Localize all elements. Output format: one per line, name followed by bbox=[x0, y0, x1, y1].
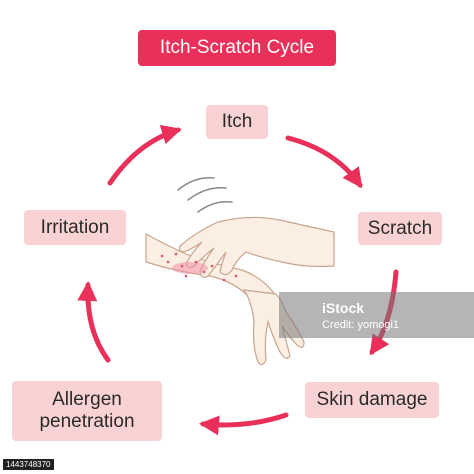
step-skin-damage: Skin damage bbox=[305, 382, 439, 418]
watermark-banner bbox=[279, 292, 474, 338]
step-itch: Itch bbox=[206, 105, 268, 139]
step-irritation: Irritation bbox=[24, 210, 126, 245]
image-id-badge: 1443748370 bbox=[3, 459, 54, 470]
step-itch-label: Itch bbox=[221, 111, 253, 132]
diagram-title: Itch-Scratch Cycle bbox=[138, 30, 336, 66]
step-irritation-label: Irritation bbox=[40, 216, 110, 238]
arrow-irritation-to-itch bbox=[107, 125, 182, 186]
arrow-allergen-to-irritation bbox=[77, 281, 111, 363]
scratching-hand-illustration bbox=[178, 216, 335, 278]
watermark-credit: Credit: yomogi1 bbox=[322, 319, 400, 331]
step-allergen-label-line2: penetration bbox=[39, 411, 135, 432]
irritation-marks bbox=[160, 252, 238, 282]
step-allergen-penetration: Allergen penetration bbox=[12, 381, 162, 441]
watermark-brand: iStock bbox=[322, 300, 365, 316]
step-scratch-label: Scratch bbox=[367, 217, 433, 239]
motion-lines bbox=[177, 177, 233, 213]
arrow-itch-to-scratch bbox=[285, 135, 363, 189]
step-scratch: Scratch bbox=[358, 212, 442, 245]
arrow-skin-damage-to-allergen bbox=[199, 412, 289, 436]
step-allergen-label-line1: Allergen bbox=[52, 389, 122, 410]
step-skin-damage-label: Skin damage bbox=[316, 389, 428, 410]
